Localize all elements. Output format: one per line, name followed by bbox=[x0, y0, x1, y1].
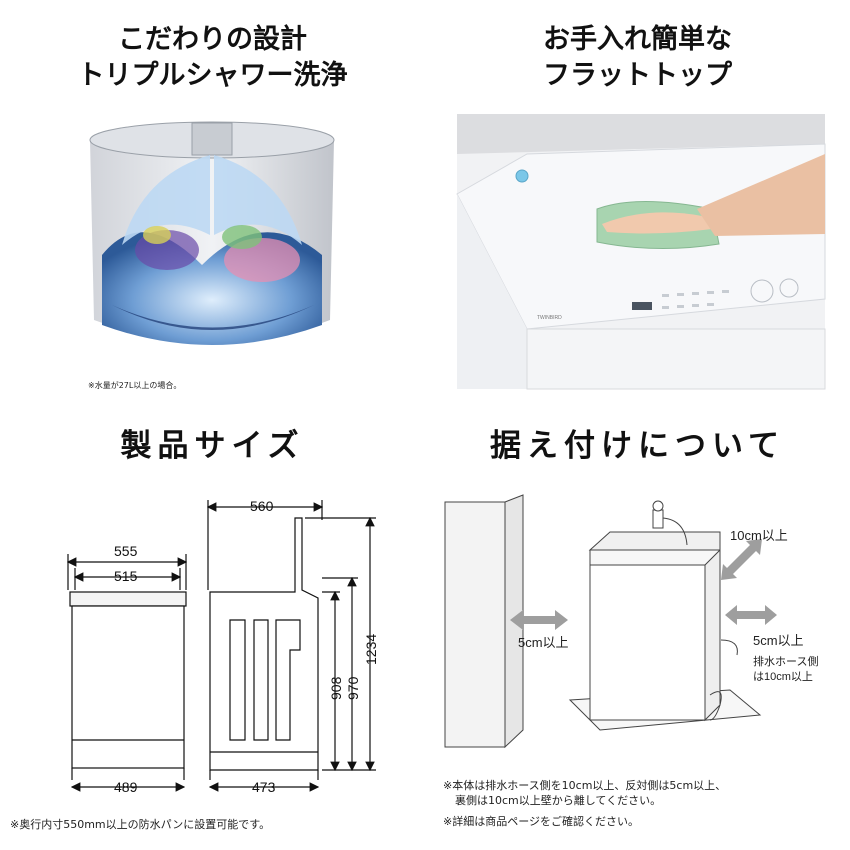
label-hose-line2: は10cm以上 bbox=[753, 670, 813, 683]
q4-title: 据え付けについて bbox=[489, 428, 786, 464]
label-left-clearance: 5cm以上 bbox=[518, 635, 569, 650]
dim-front-base: 489 bbox=[114, 779, 138, 795]
drum-illustration bbox=[89, 121, 335, 345]
q4-notes: ※本体は排水ホース側を10cm以上、反対側は5cm以上、 裏側は10cm以上壁か… bbox=[443, 778, 726, 829]
q1-title: こだわりの設計 トリプルシャワー洗浄 bbox=[0, 22, 425, 94]
q4-note-line2: 裏側は10cm以上壁から離してください。 bbox=[455, 794, 662, 807]
q2-title-line1: お手入れ簡単な bbox=[543, 24, 732, 55]
flat-top-photo: TWINBIRD bbox=[456, 114, 826, 390]
q4-note-line3: ※詳細は商品ページをご確認ください。 bbox=[443, 815, 639, 828]
installation-diagram: 10cm以上 5cm以上 5cm以上 排水ホース側 は10cm以上 bbox=[444, 494, 818, 749]
q1-title-line2: トリプルシャワー洗浄 bbox=[77, 60, 348, 91]
faucet-icon bbox=[652, 500, 688, 546]
label-hose-line1: 排水ホース側 bbox=[753, 654, 818, 668]
size-diagram: 555 515 489 560 473 908 970 1234 bbox=[66, 498, 379, 795]
drain-hose-icon bbox=[709, 639, 738, 721]
dim-height-970: 970 bbox=[345, 676, 361, 700]
q3-title: 製品サイズ bbox=[120, 428, 305, 464]
q1-note: ※水量が27L以上の場合。 bbox=[88, 381, 182, 390]
double-arrow-icon bbox=[510, 539, 777, 630]
q3-note: ※奥行内寸550mm以上の防水パンに設置可能です。 bbox=[10, 818, 271, 831]
q2-title-line2: フラットトップ bbox=[543, 60, 732, 91]
q4-note-line1: ※本体は排水ホース側を10cm以上、反対側は5cm以上、 bbox=[443, 779, 727, 792]
dim-height-1234: 1234 bbox=[363, 634, 379, 665]
dim-side-base: 473 bbox=[252, 779, 276, 795]
label-right-clearance: 5cm以上 bbox=[753, 633, 804, 648]
q2-title: お手入れ簡単な フラットトップ bbox=[425, 22, 850, 94]
q1-title-line1: こだわりの設計 bbox=[118, 24, 307, 55]
label-top-clearance: 10cm以上 bbox=[730, 528, 788, 543]
dim-front-width-inner: 515 bbox=[114, 568, 138, 584]
dim-side-depth: 560 bbox=[250, 498, 274, 514]
dim-front-width-outer: 555 bbox=[114, 543, 138, 559]
brand-logo: TWINBIRD bbox=[537, 315, 562, 321]
dim-height-908: 908 bbox=[328, 676, 344, 700]
